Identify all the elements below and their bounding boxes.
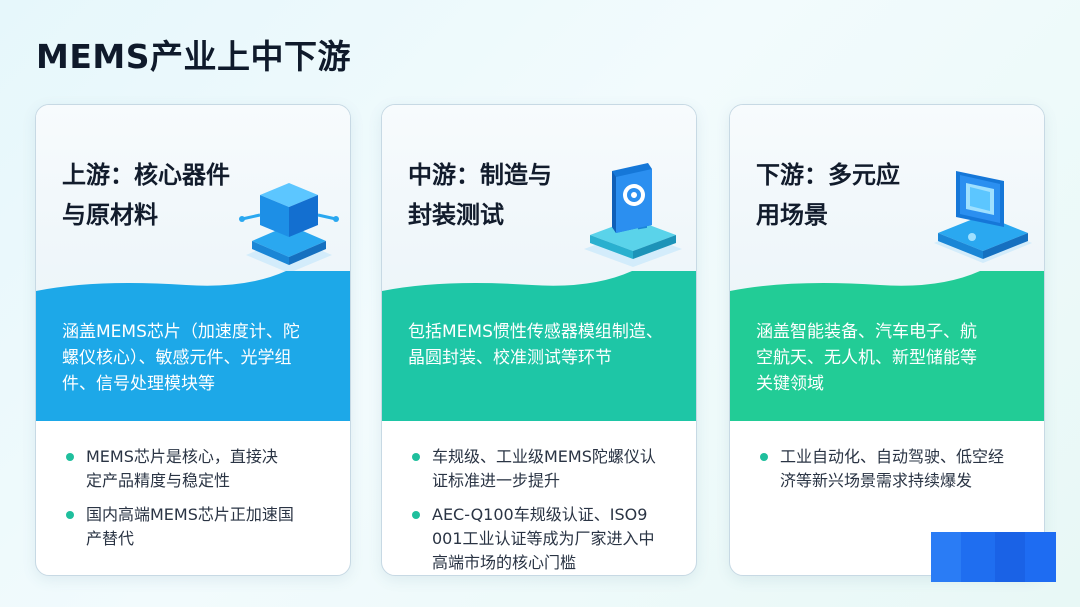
midstream-card: 中游：制造与 封装测试 包括MEMS惯性传感器模组制造、 晶圆封装、校准测试等环…	[381, 104, 697, 576]
description-line: 涵盖MEMS芯片（加速度计、陀	[62, 322, 300, 342]
description-line: 包括MEMS惯性传感器模组制造、	[408, 322, 663, 342]
bullet-line: MEMS芯片是核心，直接决	[86, 447, 278, 466]
corner-strip	[1025, 532, 1056, 582]
description-line: 空航天、无人机、新型储能等	[756, 348, 977, 368]
bullet-line: 工业自动化、自动驾驶、低空经	[780, 447, 1005, 466]
card-title: 下游：多元应 用场景	[756, 155, 936, 235]
description-line: 螺仪核心）、敏感元件、光学组	[62, 348, 292, 368]
description-line: 晶圆封装、校准测试等环节	[408, 348, 612, 368]
monitor-device-icon	[934, 171, 1032, 263]
bullet-line: 高端市场的核心门槛	[432, 553, 577, 572]
upstream-card: 上游：核心器件 与原材料 涵盖MEMS芯片（加速度计、陀 螺仪核心）、敏感元件、…	[35, 104, 351, 576]
chip-cube-icon	[239, 183, 339, 273]
page-title: MEMS产业上中下游	[36, 37, 351, 76]
bullet-item: MEMS芯片是核心，直接决 定产品精度与稳定性	[66, 445, 336, 493]
description-line: 涵盖智能装备、汽车电子、航	[756, 322, 977, 342]
corner-strip	[995, 532, 1025, 582]
bullet-item: 工业自动化、自动驾驶、低空经 济等新兴场景需求持续爆发	[760, 445, 1030, 493]
card-description-band	[36, 271, 350, 421]
bullet-dot-icon	[66, 511, 74, 519]
bullet-item: 车规级、工业级MEMS陀螺仪认 证标准进一步提升	[412, 445, 682, 493]
card-description: 涵盖MEMS芯片（加速度计、陀 螺仪核心）、敏感元件、光学组 件、信号处理模块等	[62, 319, 337, 397]
card-title-line: 下游：多元应	[756, 161, 900, 189]
card-title-line: 中游：制造与	[408, 161, 552, 189]
card-description-band	[730, 271, 1044, 421]
test-station-icon	[584, 163, 682, 267]
bullet-line: 001工业认证等成为厂家进入中	[432, 529, 655, 548]
card-title-line: 用场景	[756, 201, 828, 229]
card-title: 中游：制造与 封装测试	[408, 155, 588, 235]
card-title: 上游：核心器件 与原材料	[62, 155, 242, 235]
card-description: 涵盖智能装备、汽车电子、航 空航天、无人机、新型储能等 关键领域	[756, 319, 1031, 397]
corner-strip	[961, 532, 995, 582]
corner-decoration	[931, 532, 1056, 582]
card-description-band	[382, 271, 696, 421]
description-line: 关键领域	[756, 374, 824, 394]
description-line: 件、信号处理模块等	[62, 374, 215, 394]
bullet-line: 济等新兴场景需求持续爆发	[780, 471, 973, 490]
bullet-line: 车规级、工业级MEMS陀螺仪认	[432, 447, 656, 466]
bullet-line: 定产品精度与稳定性	[86, 471, 231, 490]
downstream-card: 下游：多元应 用场景 涵盖智能装备、汽车电子、航 空航天、无人机、新型储能等 关…	[729, 104, 1045, 576]
card-title-line: 上游：核心器件	[62, 161, 230, 189]
card-description: 包括MEMS惯性传感器模组制造、 晶圆封装、校准测试等环节	[408, 319, 683, 371]
bullet-dot-icon	[412, 453, 420, 461]
bullet-item: 国内高端MEMS芯片正加速国 产替代	[66, 503, 336, 551]
bullet-line: AEC-Q100车规级认证、ISO9	[432, 505, 648, 524]
card-title-line: 封装测试	[408, 201, 504, 229]
card-title-line: 与原材料	[62, 201, 158, 229]
bullet-line: 国内高端MEMS芯片正加速国	[86, 505, 294, 524]
bullet-line: 证标准进一步提升	[432, 471, 561, 490]
bullet-list: 车规级、工业级MEMS陀螺仪认 证标准进一步提升 AEC-Q100车规级认证、I…	[412, 445, 682, 575]
bullet-item: AEC-Q100车规级认证、ISO9 001工业认证等成为厂家进入中 高端市场的…	[412, 503, 682, 575]
bullet-dot-icon	[760, 453, 768, 461]
bullet-list: MEMS芯片是核心，直接决 定产品精度与稳定性 国内高端MEMS芯片正加速国 产…	[66, 445, 336, 561]
bullet-line: 产替代	[86, 529, 135, 548]
bullet-dot-icon	[66, 453, 74, 461]
corner-strip	[931, 532, 961, 582]
bullet-list: 工业自动化、自动驾驶、低空经 济等新兴场景需求持续爆发	[760, 445, 1030, 503]
bullet-dot-icon	[412, 511, 420, 519]
